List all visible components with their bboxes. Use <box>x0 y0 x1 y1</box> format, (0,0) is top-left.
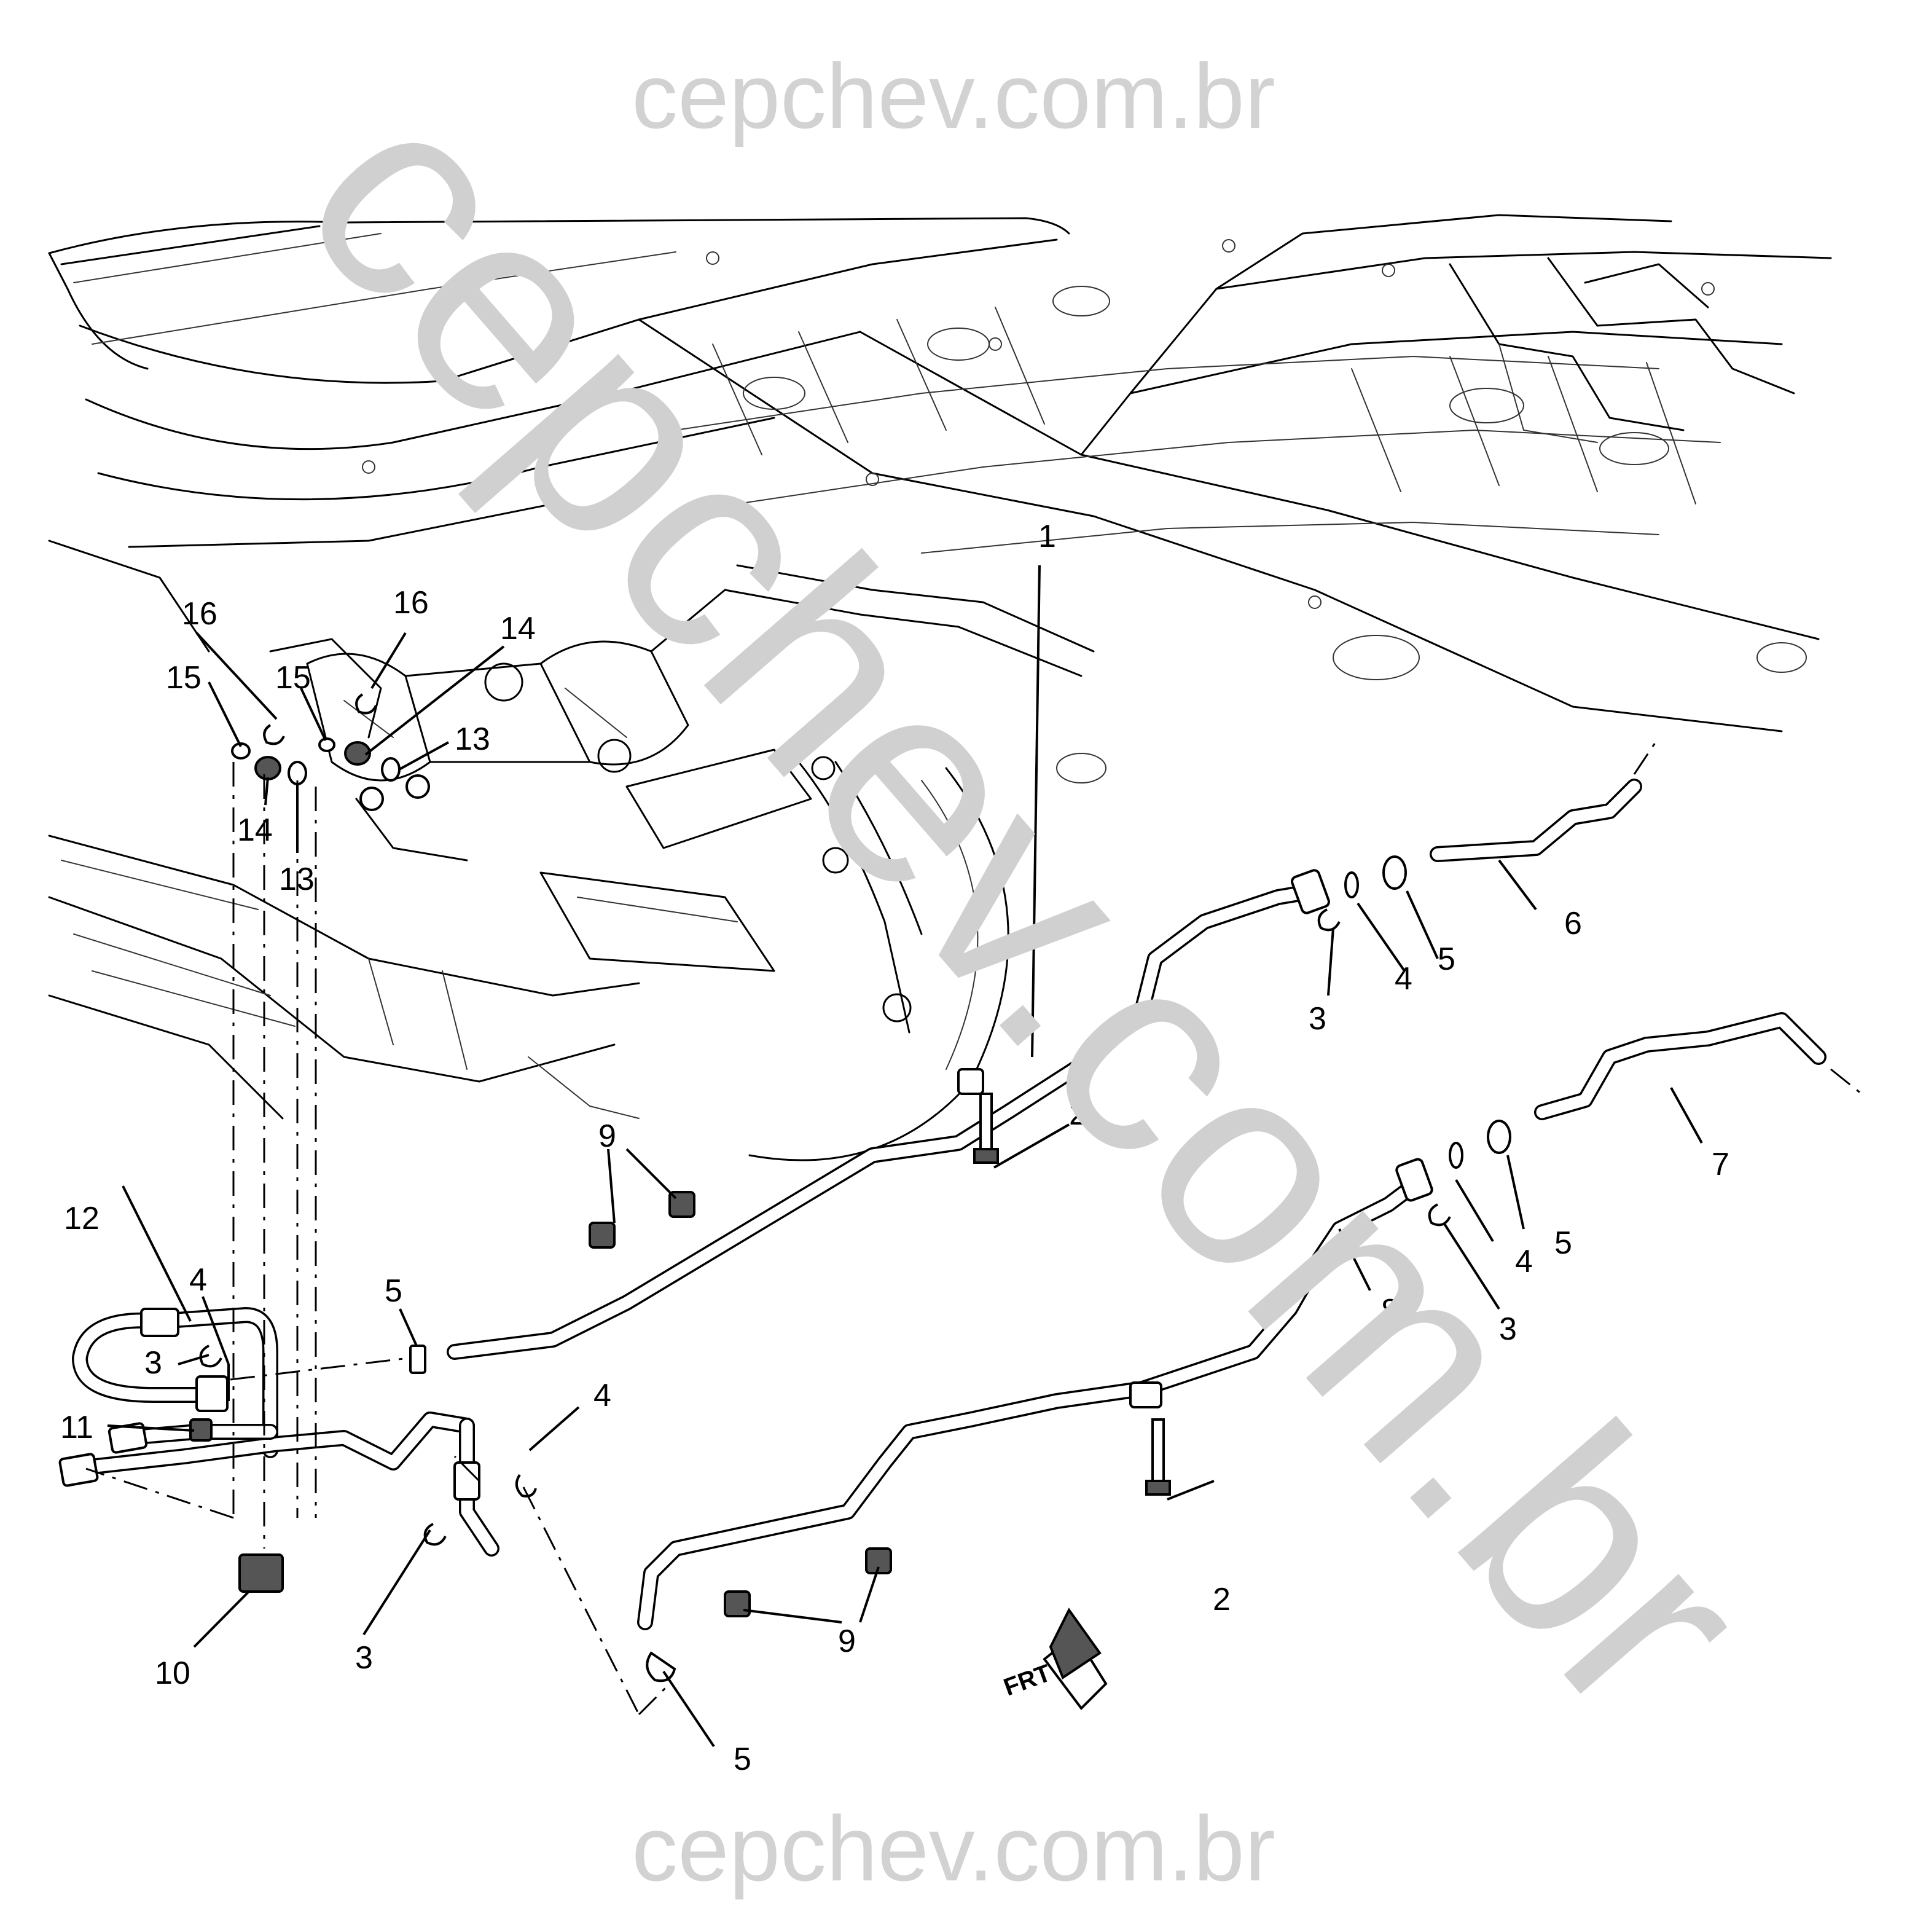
watermark-bottom: cepchev.com.br <box>632 1797 1275 1900</box>
bushing-14a <box>254 756 281 780</box>
callout-3-upper-right: 3 <box>1309 1001 1326 1037</box>
alignment-lines <box>85 762 671 1716</box>
callout-14-lower: 14 <box>237 812 273 848</box>
clip-16b <box>355 693 377 715</box>
vehicle-underbody <box>48 214 1832 1161</box>
callout-16-right: 16 <box>393 585 429 621</box>
clip-3c <box>199 1345 222 1368</box>
clip-9a <box>589 1222 616 1249</box>
callout-6: 6 <box>1564 906 1582 941</box>
callout-4-left: 4 <box>189 1262 207 1298</box>
coolant-hoses <box>58 737 1862 1630</box>
o-ring-4b <box>1449 1142 1463 1169</box>
callout-5-right: 5 <box>1554 1225 1572 1261</box>
bolt-2b <box>1145 1418 1171 1496</box>
callout-1: 1 <box>1038 519 1056 554</box>
watermark-top: cepchev.com.br <box>632 44 1275 147</box>
front-direction-indicator: FRT <box>1000 1608 1108 1711</box>
callout-3-left: 3 <box>144 1345 162 1381</box>
callout-4-upper-right: 4 <box>1395 961 1412 997</box>
seal-5c <box>409 1345 426 1374</box>
frt-label: FRT <box>1000 1660 1054 1702</box>
callout-3-lower-left: 3 <box>355 1640 373 1676</box>
callout-4-center: 4 <box>593 1378 611 1413</box>
o-ring-4a <box>1344 871 1359 898</box>
callout-13-right: 13 <box>455 721 490 757</box>
callout-3-right: 3 <box>1499 1311 1517 1347</box>
callout-13-left: 13 <box>279 862 315 897</box>
callout-2-lower: 2 <box>1213 1582 1231 1617</box>
callout-15-left: 15 <box>166 660 202 696</box>
callout-8: 8 <box>1381 1293 1399 1329</box>
callout-14-upper: 14 <box>500 611 536 646</box>
callout-labels: 1 2 2 3 3 3 3 4 4 4 4 5 5 5 5 6 7 8 9 9 … <box>60 519 1729 1777</box>
callout-16-left: 16 <box>182 596 217 632</box>
washer-13b <box>381 757 401 782</box>
clip-9c <box>724 1590 751 1617</box>
callout-4-right: 4 <box>1515 1244 1533 1279</box>
callout-5-bottom: 5 <box>734 1742 751 1777</box>
callout-15-center: 15 <box>275 660 311 696</box>
fasteners-and-clips <box>189 693 1511 1683</box>
callout-9-lower: 9 <box>838 1624 856 1659</box>
callout-leaders <box>107 565 1703 1748</box>
clip-9d <box>865 1547 892 1574</box>
bushing-14b <box>344 741 371 766</box>
callout-5-upper-right: 5 <box>1438 941 1455 977</box>
callout-7: 7 <box>1712 1147 1729 1182</box>
bolt-2a <box>973 1093 999 1164</box>
callout-11: 11 <box>60 1410 93 1445</box>
seal-5a <box>1382 855 1407 890</box>
connector-10 <box>238 1553 284 1593</box>
callout-2-upper: 2 <box>1069 1096 1087 1132</box>
clip-3a <box>1317 908 1341 932</box>
seal-5d <box>646 1651 676 1683</box>
callout-5-left: 5 <box>385 1273 402 1309</box>
o-ring-4d <box>515 1474 537 1498</box>
seal-5b <box>1487 1120 1511 1154</box>
clip-16a <box>263 724 285 745</box>
clip-3d <box>423 1523 447 1546</box>
callout-9-upper: 9 <box>598 1118 616 1154</box>
watermarks: cepchev.com.br cepchev.com.br cepchev.co… <box>243 38 1811 1900</box>
callout-10: 10 <box>155 1655 190 1691</box>
clip-3b <box>1428 1203 1451 1227</box>
callout-12: 12 <box>64 1201 100 1236</box>
